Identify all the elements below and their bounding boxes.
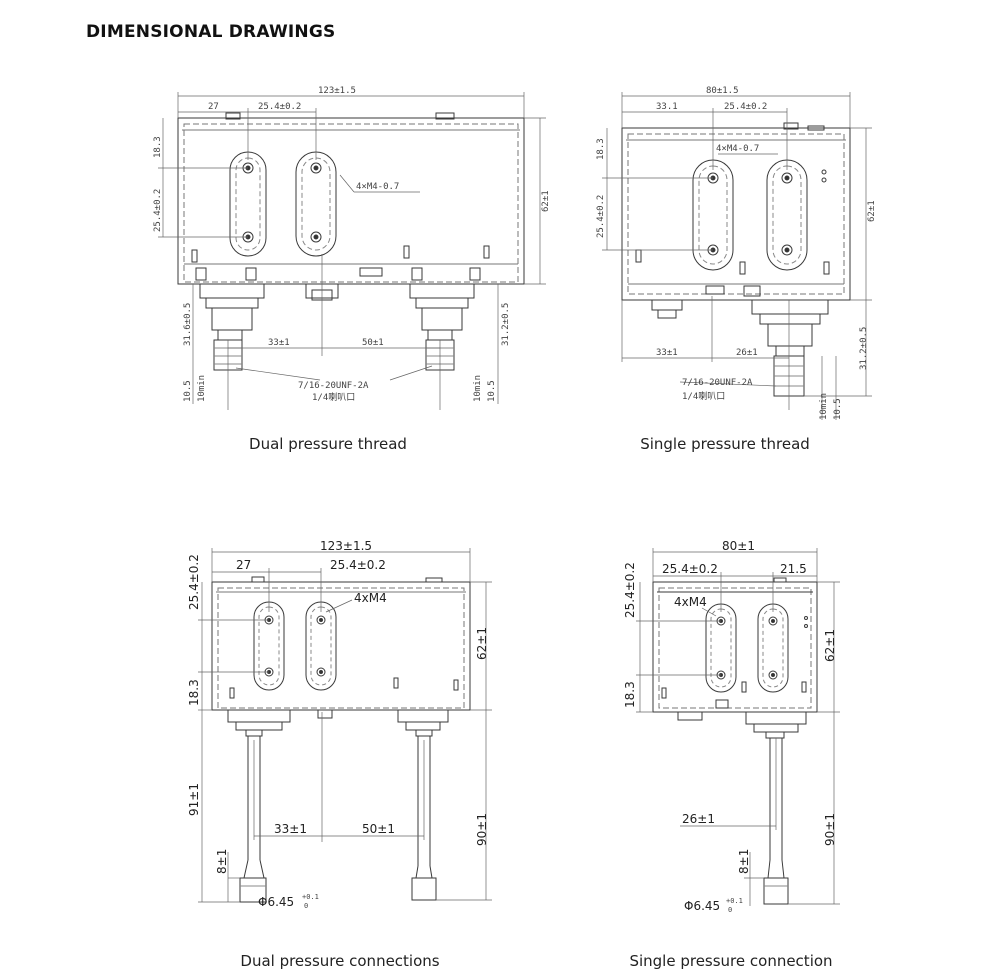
dim-right-stem: 31.2±0.5 bbox=[501, 303, 511, 346]
dim-tip-len: 8±1 bbox=[737, 849, 751, 874]
dim-height: 62±1 bbox=[475, 627, 489, 660]
dim-vert-pitch: 25.4±0.2 bbox=[153, 189, 163, 232]
dim-stem-pos: 26±1 bbox=[736, 348, 758, 358]
dim-left-tube: 91±1 bbox=[187, 783, 201, 816]
dim-diameter: Φ6.45 bbox=[684, 899, 720, 913]
dim-stem-offset: 33±1 bbox=[656, 348, 678, 358]
dim-stem-spacing: 50±1 bbox=[362, 338, 384, 348]
dim-min-len-right: 10min bbox=[473, 375, 483, 402]
dim-hole-pitch: 25.4±0.2 bbox=[330, 558, 386, 572]
dim-tol-upper: +0.1 bbox=[302, 893, 319, 901]
dim-vert-pitch: 25.4±0.2 bbox=[187, 554, 201, 610]
dim-left-offset: 33.1 bbox=[656, 102, 678, 112]
dim-hole-pitch: 25.4±0.2 bbox=[724, 102, 767, 112]
dim-stem-height: 31.2±0.5 bbox=[859, 327, 869, 370]
dim-vert-pitch: 25.4±0.2 bbox=[623, 562, 637, 618]
dim-tol-lower: 0 bbox=[304, 902, 308, 910]
dim-tol-lower: 0 bbox=[728, 906, 732, 914]
dim-tip-len: 8±1 bbox=[215, 849, 229, 874]
screw-callout: 4xM4 bbox=[674, 595, 707, 609]
dim-thread-len: 10.5 bbox=[833, 398, 843, 420]
screw-callout: 4×M4-0.7 bbox=[356, 182, 399, 192]
dim-top-offset: 18.3 bbox=[153, 136, 163, 158]
dim-width: 123±1.5 bbox=[320, 539, 372, 553]
caption-dual-pressure-thread: Dual pressure thread bbox=[249, 435, 407, 453]
dim-stem-offset: 33±1 bbox=[268, 338, 290, 348]
dim-right-tube: 90±1 bbox=[475, 813, 489, 846]
screw-callout: 4xM4 bbox=[354, 591, 387, 605]
dim-top-offset: 18.3 bbox=[187, 679, 201, 706]
dim-min-len-left: 10min bbox=[197, 375, 207, 402]
dim-tol-upper: +0.1 bbox=[726, 897, 743, 905]
flare-callout: 1/4喇叭口 bbox=[312, 391, 355, 403]
dim-left-stem: 31.6±0.5 bbox=[183, 303, 193, 346]
dim-hole-pitch: 25.4±0.2 bbox=[258, 102, 301, 112]
dim-height: 62±1 bbox=[867, 200, 877, 222]
dim-top-offset: 18.3 bbox=[596, 138, 606, 160]
dim-thread-len-right: 10.5 bbox=[487, 380, 497, 402]
dim-left-offset: 27 bbox=[236, 558, 251, 572]
dim-tube-len: 90±1 bbox=[823, 813, 837, 846]
caption-single-pressure-thread: Single pressure thread bbox=[640, 435, 810, 453]
dim-tube-pos: 26±1 bbox=[682, 812, 715, 826]
caption-dual-pressure-connections: Dual pressure connections bbox=[240, 952, 440, 970]
thread-callout: 7/16-20UNF-2A bbox=[682, 378, 753, 388]
dim-vert-pitch: 25.4±0.2 bbox=[596, 195, 606, 238]
dim-width: 80±1 bbox=[722, 539, 755, 553]
dim-tube-offset: 33±1 bbox=[274, 822, 307, 836]
dim-diameter: Φ6.45 bbox=[258, 895, 294, 909]
dim-top-offset: 18.3 bbox=[623, 681, 637, 708]
dim-right-offset: 21.5 bbox=[780, 562, 807, 576]
dim-hole-pitch: 25.4±0.2 bbox=[662, 562, 718, 576]
dim-width: 123±1.5 bbox=[318, 86, 356, 96]
dim-thread-len-left: 10.5 bbox=[183, 380, 193, 402]
page-title: DIMENSIONAL DRAWINGS bbox=[86, 22, 336, 42]
screw-callout: 4×M4-0.7 bbox=[716, 144, 759, 154]
caption-single-pressure-connection: Single pressure connection bbox=[629, 952, 833, 970]
dim-width: 80±1.5 bbox=[706, 86, 739, 96]
dim-tube-spacing: 50±1 bbox=[362, 822, 395, 836]
dim-min-len: 10min bbox=[819, 393, 829, 420]
dim-left-offset: 27 bbox=[208, 102, 219, 112]
thread-callout: 7/16-20UNF-2A bbox=[298, 381, 369, 391]
dim-height: 62±1 bbox=[541, 190, 551, 212]
flare-callout: 1/4喇叭口 bbox=[682, 390, 725, 402]
dim-height: 62±1 bbox=[823, 629, 837, 662]
